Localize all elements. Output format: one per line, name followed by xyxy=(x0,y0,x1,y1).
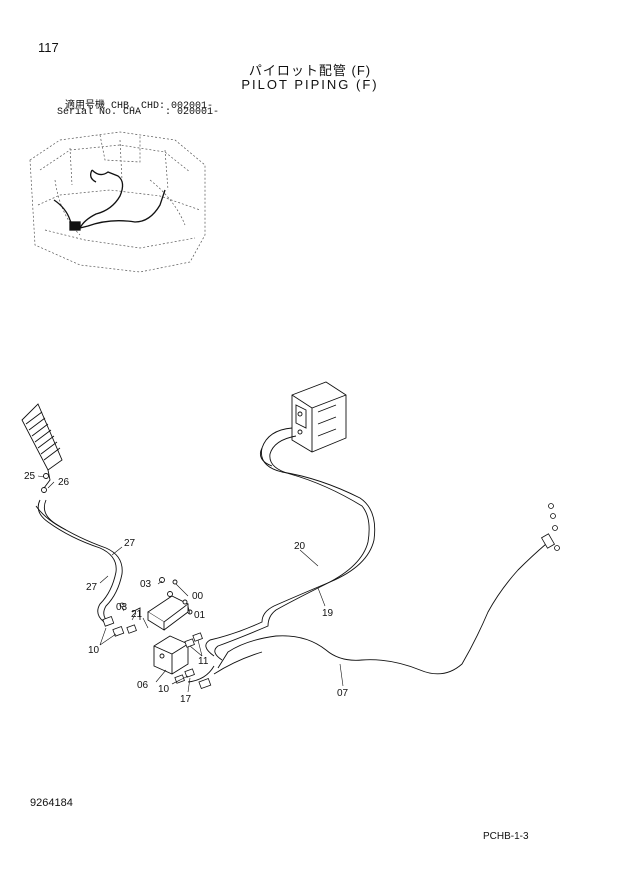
callout-06: 06 xyxy=(137,680,149,691)
serial-applicability-line-2: Serial No. CHA : 020001- xyxy=(57,107,220,118)
machine-overview-sketch xyxy=(29,131,206,273)
travel-pedal xyxy=(21,403,63,493)
callout-20: 20 xyxy=(294,541,306,552)
overview-harness xyxy=(53,169,166,231)
title-japanese: パイロット配管 (F) xyxy=(248,63,372,78)
callout-00: 00 xyxy=(192,591,204,602)
control-valve xyxy=(291,381,347,453)
right-end-fittings xyxy=(540,503,560,551)
callout-17: 17 xyxy=(180,694,192,705)
fittings xyxy=(102,602,212,690)
title-english: PILOT PIPING (F) xyxy=(241,77,379,92)
callout-10-left: 10 xyxy=(88,645,100,656)
pressure-switch-block xyxy=(153,635,189,675)
callout-01: 01 xyxy=(194,610,206,621)
callout-19: 19 xyxy=(322,608,334,619)
drawing-number: 9264184 xyxy=(30,797,73,809)
leader-lines xyxy=(37,475,344,693)
callout-03-upper: 03 xyxy=(140,579,152,590)
callout-03-lower: 03 xyxy=(116,602,128,613)
callout-27-upper: 27 xyxy=(124,538,136,549)
bracket-assembly xyxy=(131,577,193,631)
callout-26: 26 xyxy=(58,477,70,488)
callout-25: 25 xyxy=(24,471,36,482)
callout-21: 21 xyxy=(131,609,143,620)
catalog-code: PCHB-1-3 xyxy=(483,831,529,842)
callout-07: 07 xyxy=(337,688,349,699)
callout-10-right: 10 xyxy=(158,684,170,695)
page-number: 117 xyxy=(38,40,59,55)
callout-numbers: 25 26 27 27 03 00 03 21 01 10 11 06 10 1… xyxy=(24,471,349,705)
serial-applicability-line-1: 適用号機 CHB. CHD: 002001- xyxy=(65,101,214,112)
callout-27-lower: 27 xyxy=(86,582,98,593)
pilot-hoses xyxy=(35,427,547,683)
callout-11: 11 xyxy=(198,656,209,667)
